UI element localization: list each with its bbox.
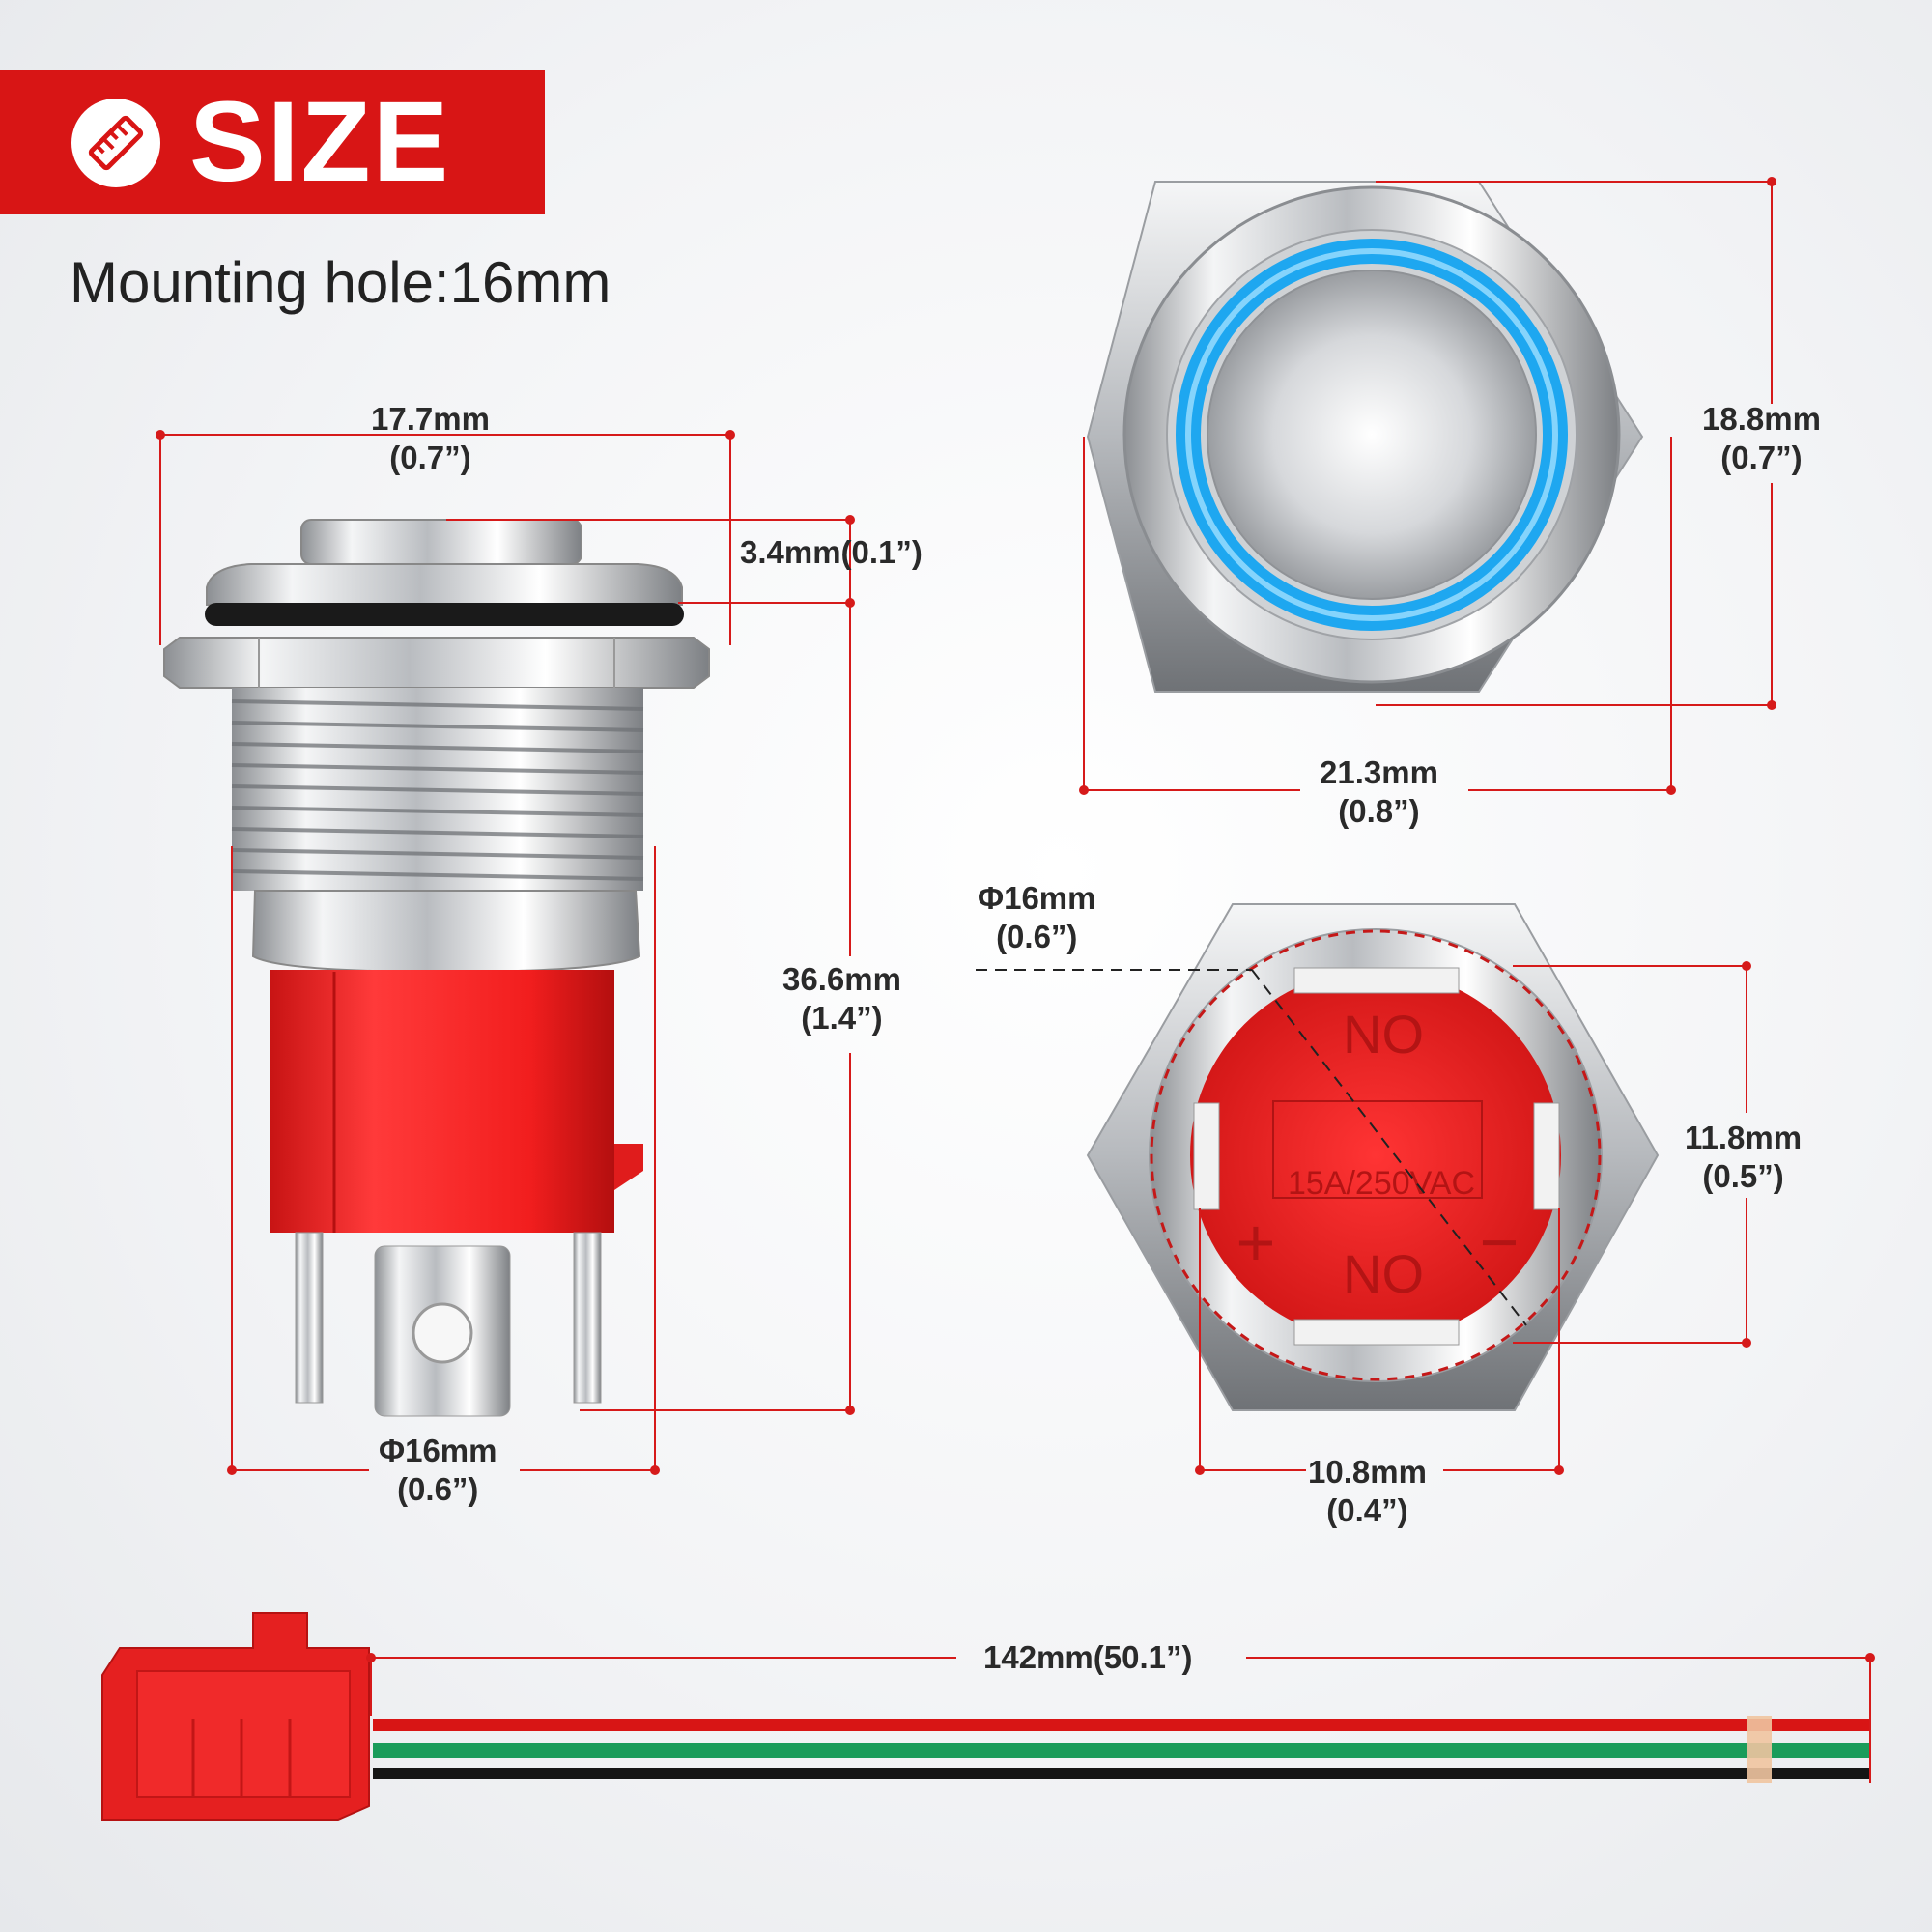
back-dimension-lines	[976, 961, 1751, 1475]
no-label-top: NO	[1343, 1004, 1424, 1065]
back-height-mm: 11.8mm	[1685, 1120, 1803, 1155]
side-width-label: 17.7mm (0.7”)	[371, 400, 490, 477]
top-height-label: 18.8mm (0.7”)	[1702, 400, 1821, 477]
top-dimension-lines	[1079, 177, 1776, 795]
side-width-in: (0.7”)	[389, 440, 471, 475]
cable-length-value: 142mm(50.1”)	[983, 1639, 1193, 1675]
thread-diameter-label: Φ16mm (0.6”)	[379, 1432, 497, 1509]
page-title: SIZE	[189, 78, 451, 206]
top-width-in: (0.8”)	[1338, 793, 1420, 829]
top-width-label: 21.3mm (0.8”)	[1320, 753, 1438, 831]
back-view: NO NO 15A/250VAC + −	[1086, 903, 1660, 1411]
length-label: 36.6mm (1.4”)	[782, 960, 901, 1037]
cable-assembly	[101, 1612, 1870, 1821]
top-height-mm: 18.8mm	[1702, 401, 1821, 437]
mounting-hole-label: Mounting hole:16mm	[70, 250, 611, 315]
thread-diameter-in: (0.6”)	[397, 1471, 479, 1507]
minus-label: −	[1480, 1205, 1520, 1280]
title-banner: SIZE	[0, 70, 545, 214]
cable-dimension-line	[366, 1653, 1875, 1783]
ruler-icon	[71, 99, 160, 187]
rating-label: 15A/250VAC	[1288, 1165, 1475, 1202]
top-width-mm: 21.3mm	[1320, 754, 1438, 790]
back-width-mm: 10.8mm	[1308, 1454, 1427, 1490]
back-height-in: (0.5”)	[1702, 1158, 1784, 1194]
top-height-in: (0.7”)	[1720, 440, 1803, 475]
length-mm: 36.6mm	[782, 961, 901, 997]
thread-diameter-mm: Φ16mm	[379, 1433, 497, 1468]
back-width-in: (0.4”)	[1326, 1492, 1408, 1528]
cable-length-label: 142mm(50.1”)	[983, 1638, 1192, 1677]
side-width-mm: 17.7mm	[371, 401, 490, 437]
side-dimension-lines	[156, 430, 855, 1475]
length-in: (1.4”)	[801, 1000, 883, 1036]
back-width-label: 10.8mm (0.4”)	[1308, 1453, 1427, 1530]
head-height-value: 3.4mm(0.1”)	[740, 534, 923, 570]
top-view	[1086, 181, 1644, 693]
back-height-label: 11.8mm (0.5”)	[1685, 1119, 1802, 1196]
plus-label: +	[1236, 1205, 1276, 1280]
side-view	[163, 519, 710, 1417]
head-height-label: 3.4mm(0.1”)	[740, 533, 923, 572]
no-label-bottom: NO	[1343, 1243, 1424, 1304]
back-diameter-mm: Φ16mm	[978, 880, 1096, 916]
back-diameter-label: Φ16mm (0.6”)	[978, 879, 1095, 956]
back-diameter-in: (0.6”)	[996, 919, 1078, 954]
